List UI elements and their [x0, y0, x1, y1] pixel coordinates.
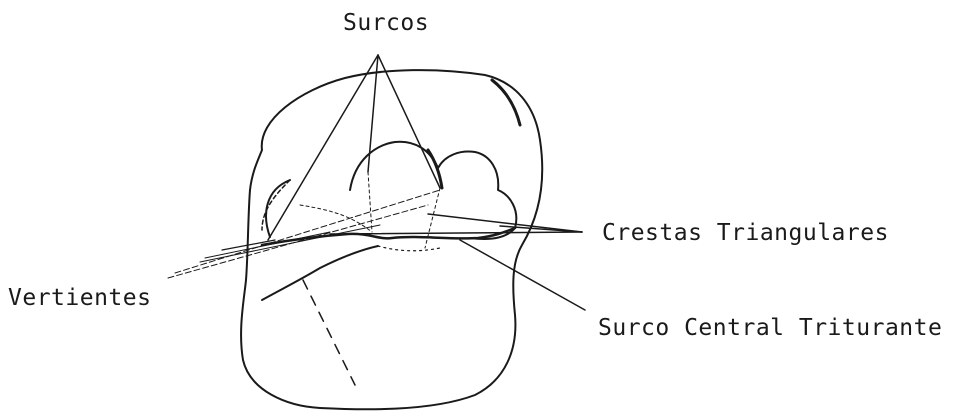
label-surcos: Surcos: [343, 10, 429, 36]
pointer-vertientes-3: [200, 225, 380, 262]
pointer-vertientes-2: [175, 190, 440, 273]
pointer-crestas-1: [428, 214, 582, 232]
cusp-outline: [266, 142, 516, 239]
label-crestas-triangulares: Crestas Triangulares: [602, 220, 889, 246]
groove-2: [425, 188, 440, 248]
groove-1: [368, 172, 372, 232]
pointer-vertientes-4: [205, 232, 330, 258]
central-groove-lower: [262, 246, 378, 300]
pointer-surcos-1: [268, 55, 378, 240]
pointer-surco-central: [460, 240, 585, 310]
label-vertientes: Vertientes: [8, 285, 151, 311]
cusp-bump-dark: [428, 150, 442, 188]
pointer-crestas-2: [330, 232, 582, 234]
label-surco-central-triturante: Surco Central Triturante: [598, 315, 942, 341]
pointer-surcos-3: [378, 55, 440, 188]
outline-accent: [492, 80, 520, 125]
dashed-line-lower: [303, 280, 355, 385]
central-groove-dots: [378, 246, 440, 251]
groove-3: [300, 205, 372, 232]
tooth-outline: [241, 70, 542, 409]
central-groove: [262, 228, 515, 245]
